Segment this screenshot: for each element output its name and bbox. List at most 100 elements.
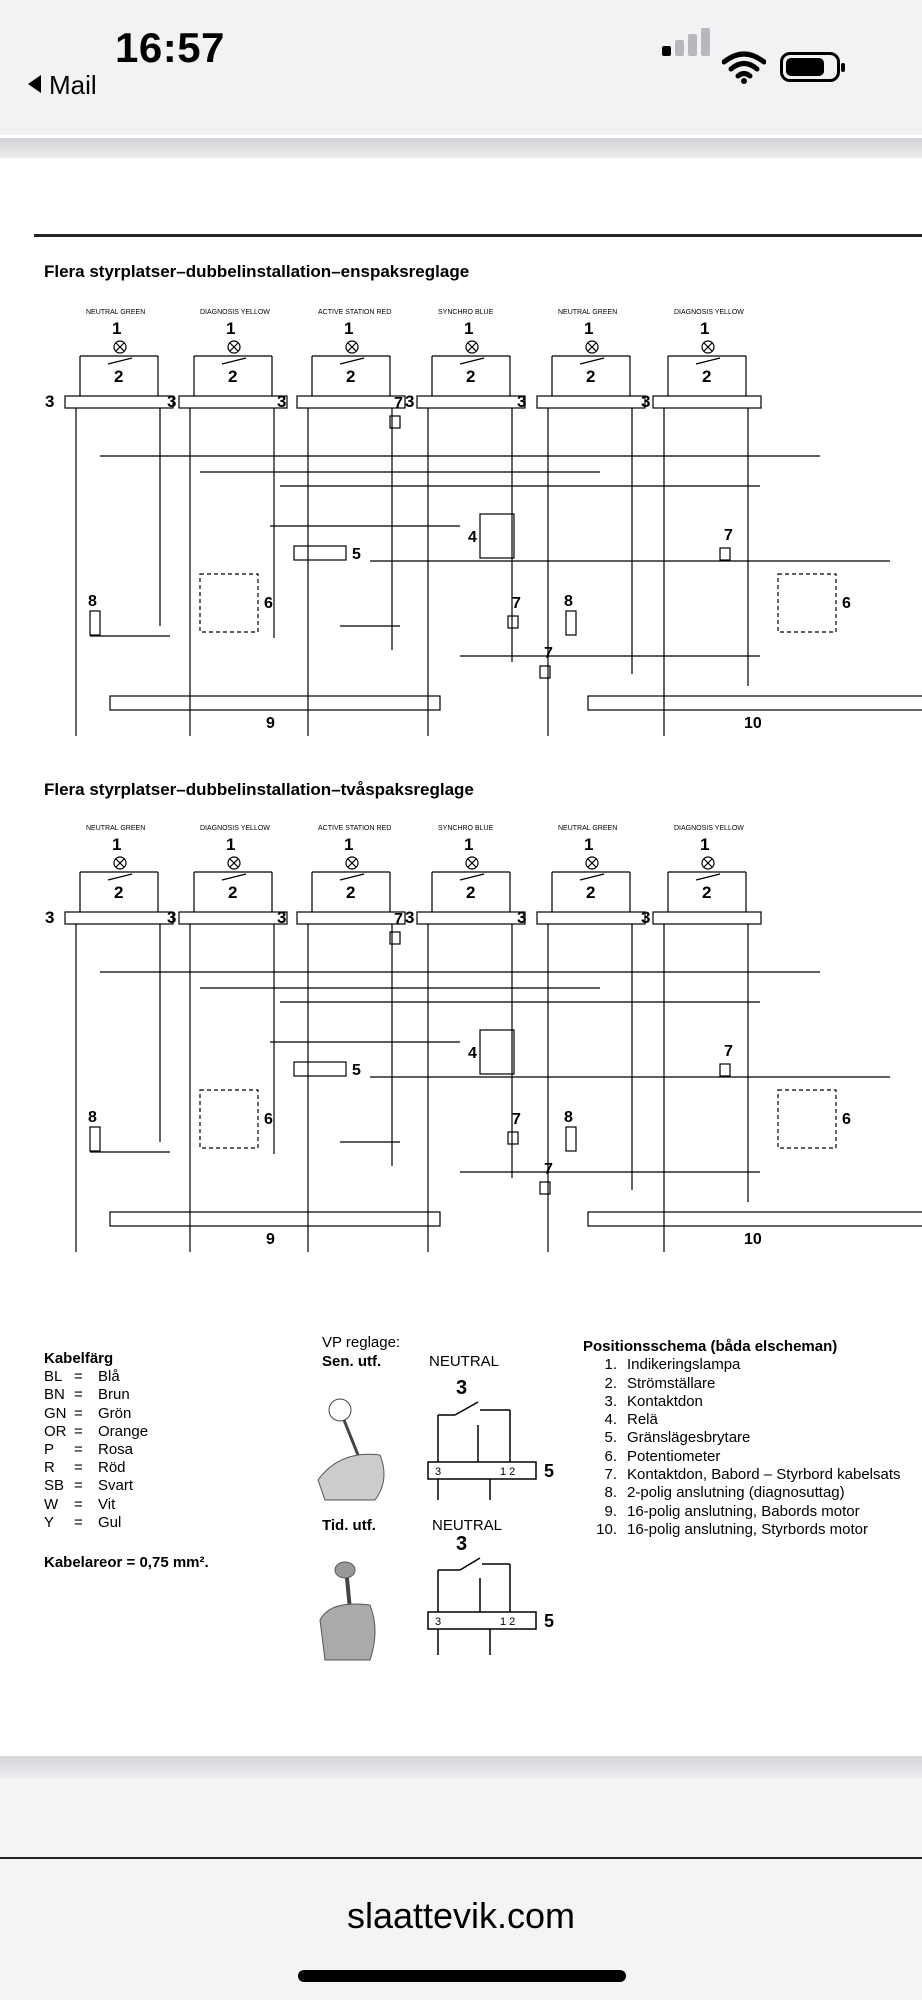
connector-10 (587, 1211, 922, 1227)
color-row: W=Vit (44, 1496, 209, 1514)
wifi-icon (722, 51, 766, 84)
component-number-7: 7 (544, 1161, 553, 1178)
lamp-label: DIAGNOSIS YELLOW (200, 309, 270, 316)
home-indicator[interactable] (298, 1970, 626, 1982)
lamp-label: SYNCHRO BLUE (438, 825, 494, 832)
cable-kit-marker (507, 615, 519, 629)
position-text: Potentiometer (627, 1447, 721, 1465)
component-number-4: 4 (468, 529, 477, 546)
cable-kit-marker (539, 665, 551, 679)
connector-9-label: 9 (266, 1231, 275, 1248)
relay-symbol (479, 1029, 515, 1075)
component-number-2: 2 (466, 367, 475, 386)
component-number-2: 2 (114, 883, 123, 902)
position-text: 2-polig anslutning (diagnosuttag) (627, 1484, 845, 1502)
potentiometer-box (777, 573, 837, 633)
component-number-7: 7 (394, 395, 403, 412)
vp-neutral-label-1: NEUTRAL (429, 1353, 500, 1370)
address-url[interactable]: slaattevik.com (346, 1895, 576, 1936)
svg-text:3: 3 (456, 1377, 467, 1399)
component-number-2: 2 (228, 883, 237, 902)
position-number: 1. (604, 1356, 617, 1374)
page-rule (34, 234, 922, 237)
relay-symbol (479, 513, 515, 559)
wiring-diagram-2: NEUTRAL GREEN 1 2 3 DIAGNOSIS YELLOW 1 2 3 ACTIV… (45, 825, 922, 1252)
cable-kit-marker (389, 415, 401, 429)
position-text: Indikeringslampa (627, 1356, 741, 1374)
connector-block (296, 911, 406, 925)
position-row: 1. Indikeringslampa (583, 1356, 901, 1374)
color-row: R=Röd (44, 1459, 209, 1477)
component-number-7: 7 (512, 595, 521, 612)
color-code: BL (44, 1368, 63, 1386)
equals-sign: = (74, 1459, 83, 1477)
legend-heading: Kabelfärg (44, 1350, 114, 1367)
component-number-5: 5 (352, 1062, 361, 1079)
neutral-switch-schematic-1: 3 3 1 2 5 (427, 1377, 554, 1500)
equals-sign: = (74, 1495, 83, 1513)
lamp-label: ACTIVE STATION RED (318, 309, 391, 316)
component-number-7: 7 (724, 1043, 733, 1060)
position-text: 16-polig anslutning, Babords motor (627, 1502, 860, 1520)
connector-block (64, 911, 174, 925)
single-lever-image (317, 1398, 385, 1501)
switch-symbol (579, 873, 605, 881)
lamp-label: ACTIVE STATION RED (318, 825, 391, 832)
position-text: Relä (627, 1411, 658, 1429)
position-text: Kontaktdon (627, 1392, 703, 1410)
color-name: Orange (98, 1422, 149, 1440)
switch-symbol (339, 873, 365, 881)
cable-area-note: Kabelareor = 0,75 mm². (44, 1554, 209, 1572)
component-number-1: 1 (700, 319, 709, 338)
color-name: Vit (98, 1495, 116, 1513)
switch-symbol (107, 873, 133, 881)
vp-heading: VP reglage: (322, 1334, 401, 1351)
toolbar-divider (0, 138, 922, 158)
lamp-label: SYNCHRO BLUE (438, 309, 494, 316)
svg-text:5: 5 (544, 1611, 554, 1631)
component-number-6: 6 (842, 1111, 851, 1128)
switch-symbol (221, 873, 247, 881)
vp-sen-label: Sen. utf. (322, 1353, 382, 1370)
lamp-label: DIAGNOSIS YELLOW (200, 825, 270, 832)
connector-10-label: 10 (744, 1231, 762, 1248)
position-number: 5. (604, 1429, 617, 1447)
color-row: OR=Orange (44, 1423, 209, 1441)
position-number: 3. (604, 1392, 617, 1410)
indicator-lamp-symbol (585, 856, 599, 870)
cable-kit-marker (719, 547, 731, 561)
connector-10-label: 10 (744, 715, 762, 732)
component-number-3: 3 (167, 908, 176, 927)
component-number-3: 3 (277, 392, 286, 411)
switch-symbol (459, 873, 485, 881)
color-name: Grön (98, 1404, 132, 1422)
bottom-rule (0, 1857, 922, 1859)
component-number-1: 1 (700, 835, 709, 854)
lamp-label: NEUTRAL GREEN (558, 825, 617, 832)
svg-text:5: 5 (544, 1461, 554, 1481)
indicator-lamp-symbol (701, 340, 715, 354)
color-name: Rosa (98, 1441, 134, 1459)
color-code: Y (44, 1513, 55, 1531)
component-number-3: 3 (641, 908, 650, 927)
component-number-1: 1 (226, 835, 235, 854)
connector-block (652, 395, 762, 409)
position-row: 7.Kontaktdon, Babord – Styrbord kabelsat… (583, 1466, 900, 1484)
back-to-mail-button[interactable]: Mail (28, 70, 97, 101)
component-number-3: 3 (517, 392, 526, 411)
connector-block (536, 395, 646, 409)
lamp-label: NEUTRAL GREEN (86, 825, 145, 832)
component-number-3: 3 (405, 392, 414, 411)
equals-sign: = (74, 1513, 83, 1531)
lamp-label: DIAGNOSIS YELLOW (674, 309, 744, 316)
equals-sign: = (74, 1386, 83, 1404)
component-number-2: 2 (346, 883, 355, 902)
component-number-2: 2 (346, 367, 355, 386)
connector-10 (587, 695, 922, 711)
switch-symbol (339, 357, 365, 365)
position-number: 4. (604, 1411, 617, 1429)
limit-switch-block (293, 1061, 347, 1077)
component-number-3: 3 (405, 908, 414, 927)
lamp-label: NEUTRAL GREEN (558, 309, 617, 316)
position-row: 6.Potentiometer (583, 1448, 901, 1466)
